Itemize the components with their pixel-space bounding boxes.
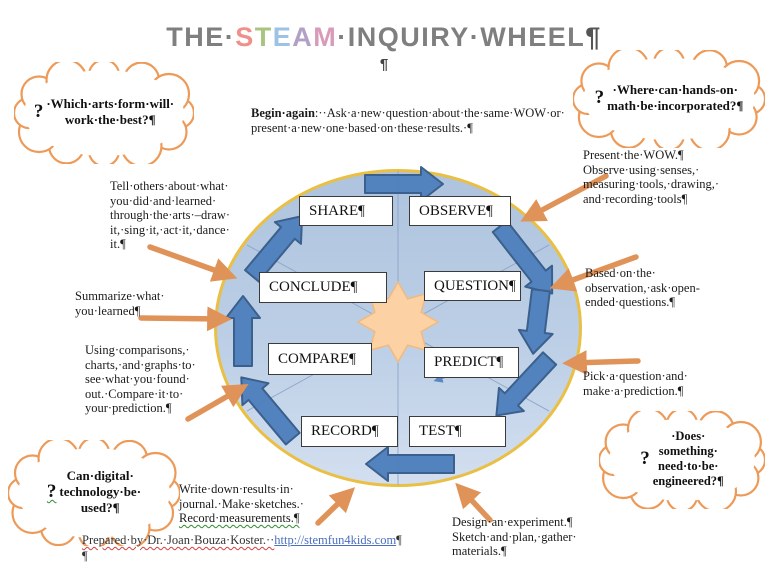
stage-box-conclude: CONCLUDE¶ [259, 272, 387, 303]
pilcrow-mark: ¶ [396, 533, 402, 547]
stage-label: CONCLUDE¶ [269, 279, 358, 295]
annotation-design: Design·an·experiment.¶ Sketch·and·plan,·… [452, 515, 577, 558]
question-mark: ? [46, 481, 57, 503]
stage-box-share: SHARE¶ [299, 196, 393, 226]
stage-label: OBSERVE¶ [419, 202, 493, 219]
title-letter-m: M [313, 22, 338, 52]
page-title: THE·STEAM·INQUIRY·WHEEL¶ [0, 22, 768, 53]
footer-author-text: Prepared·by·Dr.·Joan·Bouza·Koster.·· [82, 533, 275, 547]
pilcrow-mark: ¶ [585, 22, 602, 52]
stage-label: COMPARE¶ [278, 350, 356, 367]
stage-box-question: QUESTION¶ [424, 271, 521, 301]
title-letter-e: E [272, 22, 293, 52]
cloud-arts-text: ?·Which·arts·form·will· work·the·best?¶ [28, 72, 179, 152]
cloud-text-body: ·Which·arts·form·will· work·the·best?¶ [46, 95, 175, 127]
write-down-underlined: Record·measurements.¶ [179, 511, 300, 525]
annotation-present-wow: Present·the·WOW.¶ Observe·using·senses,·… [583, 148, 720, 206]
title-letter-a: A [292, 22, 314, 52]
cloud-text-body: ·Where·can·hands-on· math·be·incorporate… [607, 81, 744, 114]
stage-box-record: RECORD¶ [301, 416, 398, 447]
title-letter-s: S [235, 22, 255, 52]
footer-credit: Prepared·by·Dr.·Joan·Bouza·Koster.··http… [82, 533, 402, 548]
stage-label: SHARE¶ [309, 202, 365, 219]
annotation-summarize: Summarize·what· you·learned¶ [75, 289, 165, 318]
annotation-pick-question: Pick·a·question·and· make·a·prediction.¶ [583, 369, 688, 398]
stage-box-compare: COMPARE¶ [268, 343, 372, 375]
stage-box-observe: OBSERVE¶ [409, 196, 511, 226]
annotation-based-on: Based·on·the· observation,·ask·open- end… [585, 266, 700, 309]
annotation-tell-others: Tell·others·about·what· you·did·and·lear… [110, 179, 231, 251]
question-mark: ? [33, 101, 44, 123]
stage-label: PREDICT¶ [434, 354, 504, 370]
cloud-engineered-text: ?·Does· something· need·to·be· engineere… [612, 421, 751, 497]
pointer-arrow-pick-question [562, 350, 641, 375]
stage-label: TEST¶ [419, 423, 462, 439]
stage-box-predict: PREDICT¶ [424, 347, 519, 378]
cloud-digital-text: ?Can·digital· technology·be· used?¶ [22, 451, 166, 534]
stage-label: RECORD¶ [311, 423, 379, 439]
title-letter-t: T [254, 22, 273, 52]
annotation-begin-again: Begin·again:··Ask·a·new·question·about·t… [251, 106, 586, 135]
title-part: ·INQUIRY·WHEEL [337, 22, 586, 52]
begin-again-rest: :··Ask·a·new·question·about·the·same·WOW… [251, 106, 565, 135]
begin-again-bold: Begin·again [251, 106, 315, 120]
cloud-text-body: Can·digital· technology·be· used?¶ [59, 467, 142, 516]
pointer-arrow-summarize [138, 306, 232, 332]
title-part: THE· [166, 22, 236, 52]
cloud-math-text: ?·Where·can·hands-on· math·be·incorporat… [588, 60, 749, 136]
annotation-write-down: Write·down·results·in· journal.·Make·ske… [179, 482, 344, 526]
stage-label: QUESTION¶ [434, 277, 516, 294]
question-mark: ? [594, 87, 605, 109]
pilcrow-mark: ¶ [82, 549, 88, 563]
write-down-main: Write·down·results·in· journal.·Make·ske… [179, 482, 304, 511]
cloud-digital-question: ?Can·digital· technology·be· used?¶ [8, 440, 180, 546]
cloud-arts-question: ?·Which·arts·form·will· work·the·best?¶ [14, 62, 194, 164]
cloud-text-body: ·Does· something· need·to·be· engineered… [652, 429, 724, 489]
inquiry-wheel-circle [214, 169, 582, 487]
stage-box-test: TEST¶ [409, 416, 506, 447]
question-mark: ? [640, 447, 650, 469]
pilcrow-mark: ¶ [379, 56, 389, 73]
footer-link[interactable]: http://stemfun4kids.com [274, 533, 397, 547]
cloud-engineered-question: ?·Does· something· need·to·be· engineere… [599, 411, 765, 509]
cloud-math-question: ?·Where·can·hands-on· math·be·incorporat… [573, 50, 765, 148]
annotation-comparisons: Using·comparisons,· charts,·and·graphs·t… [85, 343, 196, 415]
